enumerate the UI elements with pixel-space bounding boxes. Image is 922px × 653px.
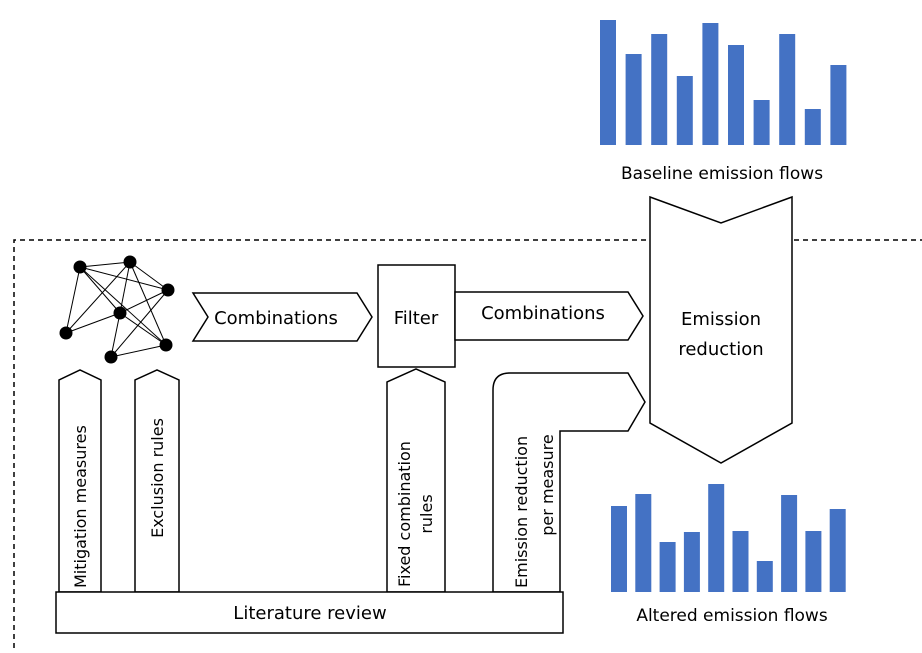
baseline-flow-bar-6: [728, 45, 744, 145]
combinations-left-label: Combinations: [214, 308, 338, 329]
combinations-right-label: Combinations: [481, 303, 605, 324]
altered-emission-flows-label: Altered emission flows: [636, 606, 828, 626]
altered-flow-bar-2: [635, 494, 652, 592]
literature-review-box: [55, 591, 564, 634]
filter-label: Filter: [394, 308, 439, 329]
baseline-flow-bar-9: [804, 109, 821, 145]
emission-reduction-label-line2: reduction: [678, 339, 763, 360]
literature-review-label: Literature review: [233, 603, 386, 624]
baseline-flow-bar-8: [779, 34, 796, 145]
baseline-flow-bar-4: [676, 76, 693, 145]
baseline-flow-bar-7: [753, 100, 770, 145]
altered-flow-bar-3: [659, 542, 676, 592]
altered-flow-bar-7: [756, 561, 773, 592]
altered-flow-bar-4: [683, 532, 700, 592]
emission-reduction-per-measure-label-line2: per measure: [538, 434, 557, 535]
emission-reduction-chevron: [649, 195, 793, 464]
baseline-flow-bar-10: [830, 65, 847, 145]
fixed-combination-rules-label-line1: Fixed combination: [395, 441, 414, 587]
baseline-emission-flows-label: Baseline emission flows: [621, 164, 823, 184]
emission-reduction-label-line1: Emission: [681, 309, 761, 330]
model-boundary: [13, 239, 922, 648]
combinations-arrow-left: [191, 292, 373, 342]
baseline-flow-bar-2: [625, 54, 642, 145]
baseline-flow-bar-1: [600, 20, 616, 145]
altered-flow-bar-8: [781, 495, 798, 592]
baseline-flow-bar-3: [651, 34, 668, 145]
altered-flow-bar-9: [805, 531, 822, 592]
altered-flow-bar-6: [732, 531, 749, 592]
altered-emission-flows-chart: [611, 484, 846, 592]
altered-flow-bar-5: [708, 484, 725, 592]
emission-reduction-per-measure-arrow: [492, 372, 646, 593]
baseline-flow-bar-5: [702, 23, 719, 145]
mitigation-measures-label: Mitigation measures: [71, 425, 90, 588]
altered-flow-bar-1: [611, 506, 627, 592]
combinations-arrow-right: [454, 291, 644, 341]
altered-flow-bar-10: [829, 509, 846, 592]
fixed-combination-rules-label-line2: rules: [417, 494, 436, 533]
network-graph-icon: [59, 255, 175, 364]
emission-reduction-per-measure-label-line1: Emission reduction: [512, 436, 531, 588]
exclusion-rules-label: Exclusion rules: [148, 418, 167, 538]
baseline-emission-flows-chart: [600, 20, 847, 145]
